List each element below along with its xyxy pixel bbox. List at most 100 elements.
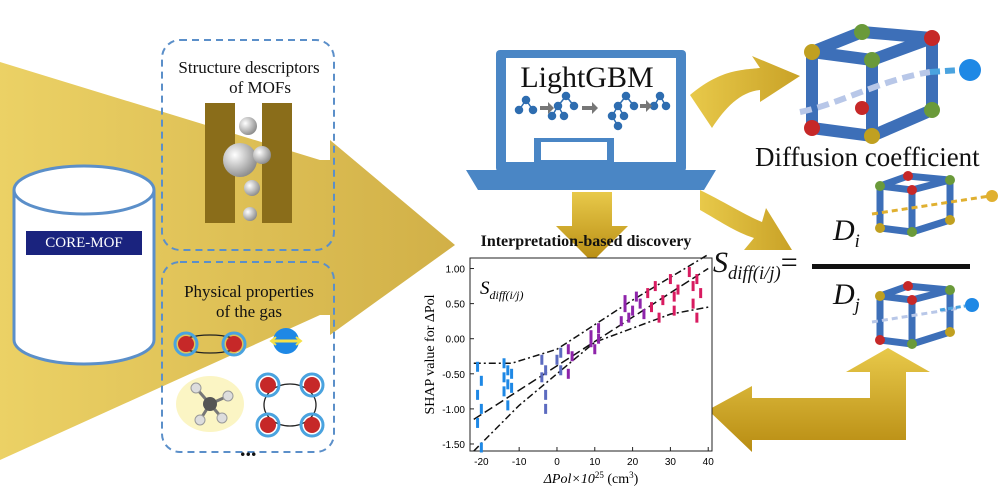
data-point bbox=[502, 372, 506, 383]
data-point bbox=[544, 389, 548, 400]
arrow-to-formula bbox=[700, 190, 792, 250]
data-point bbox=[597, 333, 601, 344]
y-tick-label: 0.50 bbox=[446, 300, 466, 311]
data-point bbox=[555, 354, 559, 365]
data-point bbox=[502, 386, 506, 397]
structure-box-title: Structure descriptors of MOFs bbox=[166, 58, 332, 98]
data-point bbox=[510, 368, 514, 379]
x-axis-label-part: ) bbox=[634, 472, 639, 487]
more-gases-ellipsis: ... bbox=[240, 436, 257, 461]
data-point bbox=[502, 358, 506, 369]
x-tick-label: 40 bbox=[703, 457, 715, 468]
gas-title-line1: Physical properties bbox=[184, 282, 314, 301]
data-point bbox=[695, 274, 699, 285]
y-tick-label: -1.50 bbox=[442, 440, 465, 451]
data-point bbox=[619, 316, 623, 327]
data-point bbox=[476, 417, 480, 428]
data-point bbox=[623, 302, 627, 313]
small-cube-numerator-icon bbox=[871, 171, 998, 237]
large-framework-cube-icon bbox=[799, 24, 981, 144]
data-point bbox=[657, 312, 661, 323]
x-tick-label: 10 bbox=[589, 457, 601, 468]
data-point bbox=[668, 274, 672, 285]
data-point bbox=[634, 291, 638, 302]
interpretation-title: Interpretation-based discovery bbox=[480, 233, 692, 250]
data-point bbox=[672, 305, 676, 316]
formula-den-main: D bbox=[833, 278, 855, 311]
data-point bbox=[566, 344, 570, 355]
x-tick-label: 30 bbox=[665, 457, 677, 468]
small-cube-denominator-icon bbox=[871, 281, 979, 349]
lower-band-line bbox=[473, 306, 709, 452]
chart-annotation: Sdiff(i/j) bbox=[480, 278, 524, 302]
decision-tree-icons bbox=[514, 91, 671, 131]
x-tick-label: -20 bbox=[474, 457, 489, 468]
data-point bbox=[646, 288, 650, 299]
data-point bbox=[544, 365, 548, 376]
y-axis-label: SHAP value for ΔPol bbox=[423, 294, 438, 414]
data-point bbox=[570, 351, 574, 362]
data-point bbox=[695, 312, 699, 323]
structure-title-line2: of MOFs bbox=[229, 78, 291, 97]
formula-numerator: Di bbox=[833, 214, 860, 253]
diffusion-coefficient-label: Diffusion coefficient bbox=[755, 142, 980, 172]
x-tick-label: -10 bbox=[512, 457, 527, 468]
formula-denominator: Dj bbox=[833, 278, 860, 317]
data-point bbox=[661, 295, 665, 306]
data-point bbox=[638, 298, 642, 309]
data-point bbox=[506, 400, 510, 411]
data-point bbox=[559, 365, 563, 376]
y-tick-label: 1.00 bbox=[446, 265, 466, 276]
y-tick-label: -1.00 bbox=[442, 405, 465, 416]
annotation-sub: diff(i/j) bbox=[490, 288, 524, 302]
atom-sphere-icon bbox=[269, 328, 303, 354]
data-point bbox=[540, 354, 544, 365]
arrow-to-diffusion bbox=[690, 56, 800, 128]
gas-properties-box bbox=[161, 261, 335, 453]
data-point bbox=[627, 312, 631, 323]
data-point bbox=[691, 281, 695, 292]
formula-lhs-sub: diff(i/j) bbox=[728, 263, 781, 284]
data-point bbox=[687, 267, 691, 278]
x-axis-label-part: ΔPol×10 bbox=[543, 472, 595, 487]
core-mof-label: CORE-MOF bbox=[26, 231, 142, 255]
lightgbm-label: LightGBM bbox=[520, 61, 654, 94]
laptop-icon bbox=[466, 50, 716, 190]
data-point bbox=[476, 361, 480, 372]
data-point bbox=[589, 337, 593, 348]
data-point bbox=[642, 309, 646, 320]
data-point bbox=[653, 281, 657, 292]
data-point bbox=[559, 347, 563, 358]
pore-illustration bbox=[205, 103, 292, 223]
structure-title-line1: Structure descriptors bbox=[178, 58, 320, 77]
formula-lhs-main: S bbox=[713, 246, 728, 279]
data-point bbox=[597, 323, 601, 334]
data-point bbox=[650, 302, 653, 313]
x-tick-label: 0 bbox=[554, 457, 560, 468]
gas-title-line2: of the gas bbox=[215, 302, 283, 321]
y-tick-label: 0.00 bbox=[446, 335, 466, 346]
co2-pair-molecule-icon bbox=[255, 372, 325, 438]
x-axis-label-part: 3 bbox=[629, 470, 634, 480]
data-point bbox=[672, 291, 676, 302]
data-point bbox=[623, 295, 627, 306]
data-point bbox=[544, 403, 548, 414]
methane-molecule-icon bbox=[176, 376, 244, 432]
diatomic-molecule-icon bbox=[173, 331, 247, 357]
data-point bbox=[476, 389, 480, 400]
fit-line bbox=[473, 267, 709, 421]
formula-num-sub: i bbox=[854, 231, 860, 252]
formula-den-sub: j bbox=[854, 295, 860, 316]
plot-area-frame bbox=[469, 257, 713, 452]
formula-num-main: D bbox=[833, 214, 855, 247]
data-point bbox=[506, 379, 510, 390]
data-point bbox=[540, 372, 544, 383]
arrow-down-to-plot bbox=[556, 192, 628, 262]
gas-box-title: Physical properties of the gas bbox=[166, 282, 332, 322]
data-point bbox=[691, 298, 695, 309]
tree-step-arrows bbox=[540, 100, 652, 114]
data-point bbox=[479, 375, 483, 386]
y-tick-label: -0.50 bbox=[442, 370, 465, 381]
